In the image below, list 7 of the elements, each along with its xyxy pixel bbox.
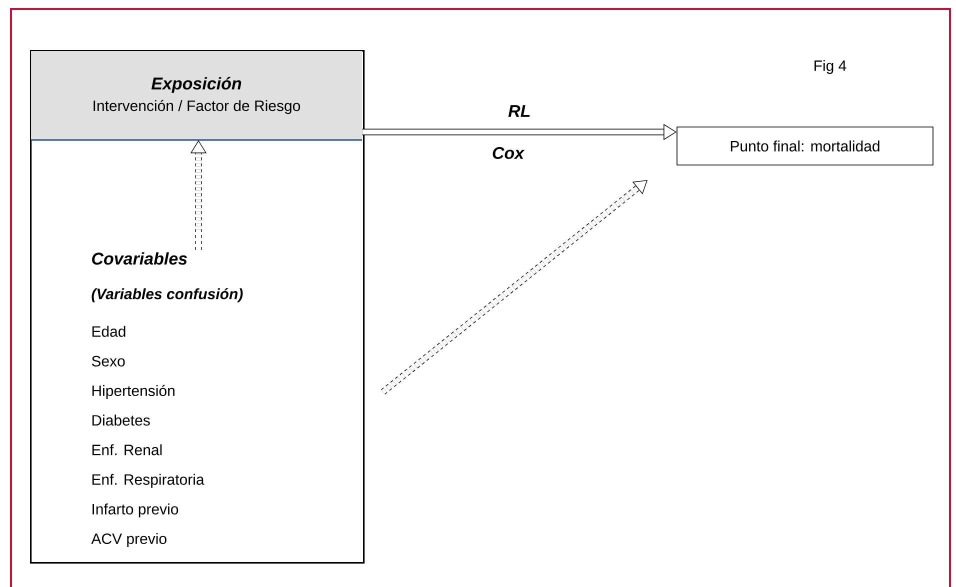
outer-box (30, 50, 365, 564)
header-band: Exposición Intervención / Factor de Riesgo (31, 51, 362, 140)
figure-number: Fig 4 (814, 60, 846, 74)
outcome-box: Punto final: mortalidad (676, 126, 934, 166)
edge-label: RL (508, 105, 530, 117)
method-label: Cox (492, 146, 525, 160)
covariates-list: Covariables (Variables confusión) Edad Sexo Hipertensión Diabetes Enf. Renal Enf. Respiratoria Infarto previo ACV previo (91, 252, 243, 548)
